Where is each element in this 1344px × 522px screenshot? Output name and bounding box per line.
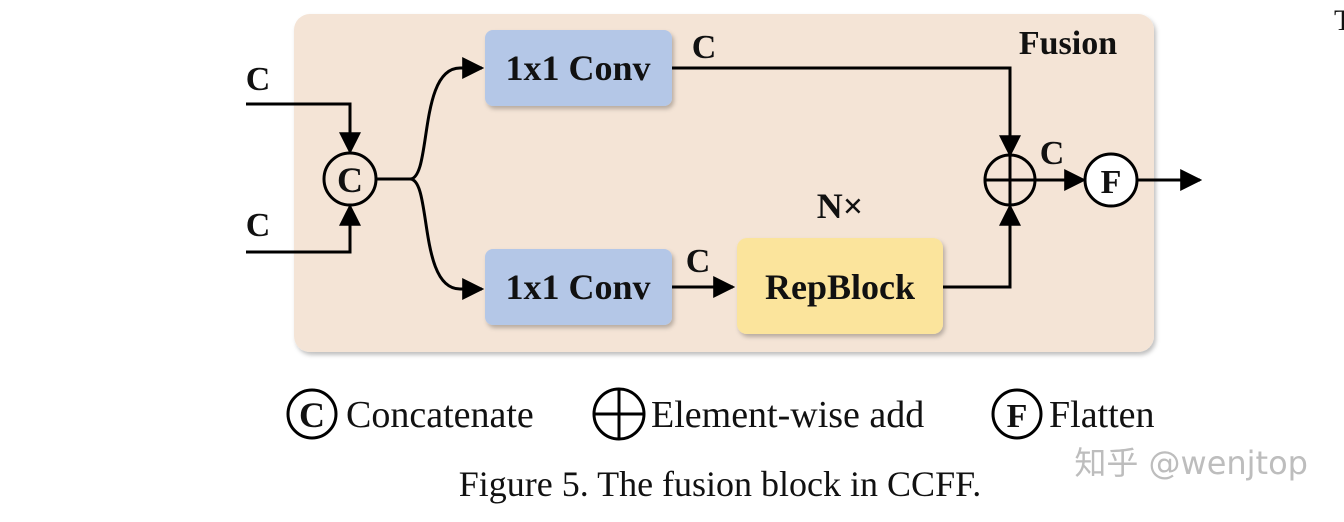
split-edge-bottom: [409, 177, 485, 300]
input-top-edge: [246, 102, 361, 155]
flatten-node-symbol: F: [1101, 164, 1122, 201]
split-edge-top: [376, 57, 485, 181]
legend-concat-label: Concatenate: [346, 394, 534, 436]
repblock-repeat-label: N×: [817, 186, 864, 226]
input-top-label: C: [246, 61, 271, 98]
figure-caption: Figure 5. The fusion block in CCFF.: [459, 464, 981, 504]
conv-bottom-label: 1x1 Conv: [505, 267, 650, 307]
panel-title: Fusion: [1019, 25, 1117, 62]
input-bottom-label: C: [246, 207, 271, 244]
conv-top-out-label: C: [692, 29, 717, 66]
legend-flatten-label: Flatten: [1049, 394, 1155, 436]
input-bottom-edge: [246, 203, 361, 254]
repblock-to-add-edge: [943, 203, 1021, 289]
conv-bottom-block: [485, 249, 672, 325]
repblock-label: RepBlock: [765, 267, 915, 307]
concat-node-symbol: C: [337, 160, 363, 200]
cropped-edge-text: T: [1334, 4, 1344, 37]
conv-top-block: [485, 30, 672, 106]
legend-concat-symbol: C: [299, 395, 325, 435]
conv-top-to-add-edge: [672, 66, 1021, 158]
conv-bottom-out-label: C: [686, 243, 711, 280]
legend-flatten-icon: [991, 388, 1043, 440]
legend-concat-icon: [286, 388, 338, 440]
legend-add-label: Element-wise add: [651, 394, 924, 436]
watermark: 知乎 @wenjtop: [1074, 444, 1308, 482]
legend-flatten-symbol: F: [1007, 398, 1028, 435]
add-out-label: C: [1040, 135, 1065, 172]
repblock-block: [737, 238, 943, 334]
conv-top-label: 1x1 Conv: [505, 48, 650, 88]
